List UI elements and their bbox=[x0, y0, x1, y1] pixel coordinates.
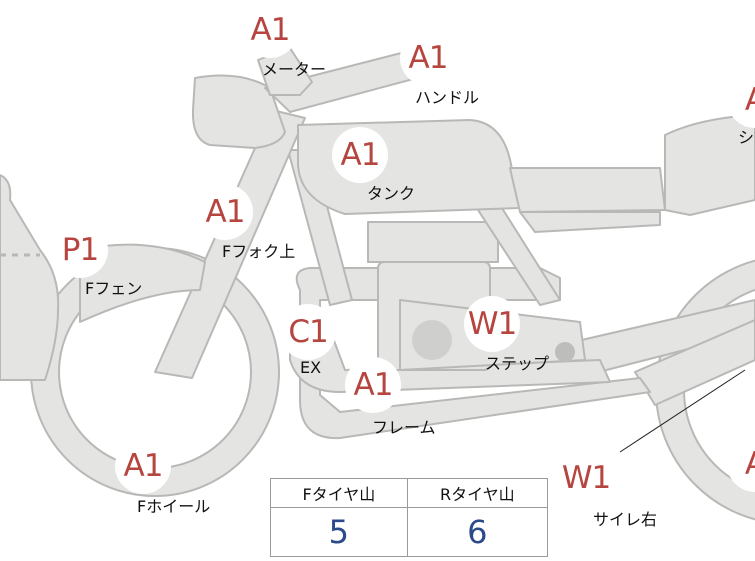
front-tire-header: Fタイヤ山 bbox=[270, 478, 408, 508]
leader-line bbox=[619, 369, 746, 453]
seat bbox=[664, 114, 755, 216]
label-tank: タンク bbox=[367, 184, 416, 203]
label-fwheel: Fホイール bbox=[137, 497, 211, 516]
marker-handle-code: A1 bbox=[400, 30, 456, 86]
marker-tank-code: A1 bbox=[332, 127, 388, 183]
label-seat: シ bbox=[738, 128, 755, 147]
label-ex: EX bbox=[300, 358, 322, 377]
rear-tire-header: Rタイヤ山 bbox=[406, 478, 549, 508]
engine-cover bbox=[412, 320, 452, 360]
marker-ex-code: C1 bbox=[280, 304, 336, 360]
marker-meter-code: A1 bbox=[242, 2, 298, 58]
headlight bbox=[191, 74, 286, 149]
marker-silencer-code: W1 bbox=[558, 450, 614, 506]
marker-step-code: W1 bbox=[464, 296, 520, 352]
rear-tire-value: 6 bbox=[406, 507, 549, 557]
label-silencer: サイレ右 bbox=[593, 510, 658, 529]
front-fender bbox=[79, 243, 206, 323]
label-handle: ハンドル bbox=[415, 88, 480, 107]
rear-strut bbox=[634, 319, 755, 406]
front-cowl bbox=[0, 174, 60, 381]
label-meter: メーター bbox=[262, 60, 327, 79]
frame-lower bbox=[295, 267, 651, 440]
tire-tread-table: Fタイヤ山 Rタイヤ山 5 6 bbox=[270, 478, 549, 557]
step-peg bbox=[555, 342, 575, 362]
marker-ffork-code: A1 bbox=[197, 184, 253, 240]
marker-fwheel-code: A1 bbox=[115, 438, 171, 494]
marker-frame-code: A1 bbox=[345, 357, 401, 413]
tail-block bbox=[519, 211, 661, 233]
marker-seat-code: A bbox=[727, 72, 755, 128]
front-tire-value: 5 bbox=[270, 507, 408, 557]
label-ffork: Fフォク上 bbox=[222, 242, 296, 261]
label-step: ステップ bbox=[485, 354, 550, 373]
marker-ffender-code: P1 bbox=[52, 222, 108, 278]
marker-rear-code: A bbox=[727, 436, 755, 492]
label-ffender: Fフェン bbox=[85, 279, 143, 298]
label-frame: フレーム bbox=[372, 418, 436, 437]
